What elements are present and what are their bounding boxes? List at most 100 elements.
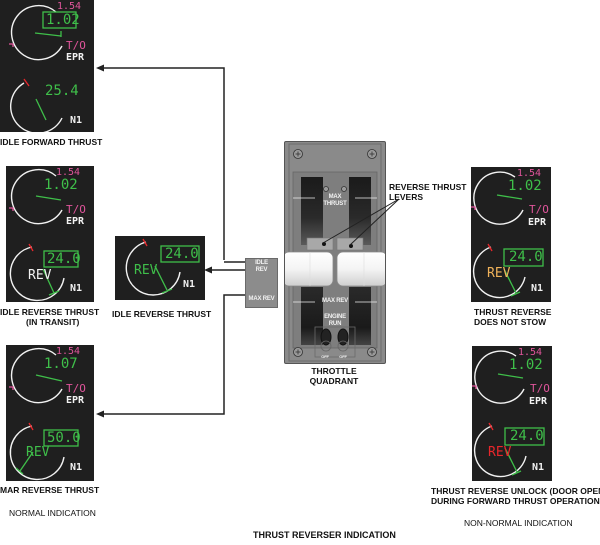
right-lever-slot-lower — [349, 287, 371, 345]
n1-redline — [23, 78, 30, 87]
n1-dial-arc — [473, 425, 527, 478]
rev-indication: REV — [487, 266, 511, 281]
rev-indication: REV — [28, 268, 52, 283]
connector-idle-forward — [100, 67, 225, 260]
display-idle-reverse-in-transit: 1.54 1.02 T/O EPR 24.0 REV N1 — [6, 166, 94, 302]
display-reverse-unlock-forward: 1.54 1.02 T/O EPR 24.0 REV N1 — [472, 346, 552, 481]
n1-pointer-tick — [161, 288, 173, 294]
label-off-left: OFF — [321, 354, 329, 359]
n1-value: 24.0 — [47, 251, 81, 267]
arrowhead-max-reverse — [96, 410, 104, 418]
label-max-thrust-line1: MAX — [328, 194, 342, 200]
epr-reference-bug — [471, 206, 476, 210]
epr-label: EPR — [529, 396, 548, 407]
n1-label: N1 — [532, 462, 545, 473]
epr-pointer — [496, 194, 523, 200]
caption-idle-reverse-in-transit-line1: IDLE REVERSE THRUST — [0, 307, 100, 317]
n1-value-box — [43, 429, 79, 447]
epr-value: 1.02 — [508, 178, 542, 194]
n1-pointer-tick — [510, 291, 521, 297]
n1-label: N1 — [70, 283, 83, 294]
rev-indication: REV — [488, 445, 512, 460]
label-max-rev: MAX REV — [322, 298, 348, 304]
epr-mode: T/O — [530, 382, 550, 395]
epr-value: 1.02 — [509, 357, 543, 373]
label-off-right: OFF — [339, 354, 347, 359]
epr-pointer — [497, 373, 524, 379]
section-non-normal-indication: NON-NORMAL INDICATION — [464, 518, 573, 528]
arrowhead-idle-reverse — [204, 266, 212, 274]
epr-label: EPR — [66, 395, 85, 406]
epr-target-value: 1.54 — [56, 167, 81, 178]
label-engine-run-line1: ENGINE — [324, 314, 346, 320]
n1-label: N1 — [183, 279, 196, 290]
n1-dial-arc — [10, 82, 63, 132]
epr-target-value: 1.54 — [57, 1, 82, 12]
n1-value: 24.0 — [509, 249, 543, 265]
n1-value: 24.0 — [165, 246, 199, 262]
left-thrust-lever-handle — [285, 251, 334, 287]
n1-label: N1 — [70, 462, 83, 473]
n1-label: N1 — [531, 283, 544, 294]
epr-value: 1.02 — [44, 177, 78, 193]
epr-label: EPR — [66, 52, 85, 63]
n1-value: 24.0 — [510, 428, 544, 444]
epr-value: 1.07 — [44, 356, 78, 372]
caption-idle-forward-thrust: IDLE FORWARD THRUST — [0, 137, 103, 147]
epr-reference-bug — [9, 386, 14, 390]
right-lever-slot-upper — [349, 177, 371, 245]
caption-throttle-quadrant-line2: QUADRANT — [309, 376, 359, 386]
epr-value-box — [42, 11, 77, 29]
epr-pointer — [35, 195, 62, 201]
n1-value: 25.4 — [45, 83, 79, 99]
caption-unlock-forward-line2: DURING FORWARD THRUST OPERATION — [431, 496, 600, 506]
epr-target-value: 1.54 — [56, 346, 81, 357]
display-reverse-does-not-stow: 1.54 1.02 T/O EPR 24.0 REV N1 — [471, 167, 551, 302]
n1-redline — [28, 422, 34, 431]
epr-dial-arc — [10, 4, 63, 61]
engine-gauges — [9, 347, 79, 481]
n1-redline — [488, 422, 494, 431]
caption-does-not-stow-line2: DOES NOT STOW — [474, 317, 547, 327]
scale-rev: REV — [255, 267, 268, 273]
diagram-title: THRUST REVERSER INDICATION — [253, 530, 396, 540]
caption-throttle-quadrant-line1: THROTTLE — [311, 366, 357, 376]
callout-reverse-thrust-levers-line2: LEVERS — [389, 192, 424, 202]
scale-idle: IDLE — [255, 260, 268, 266]
epr-target-value: 1.54 — [518, 347, 543, 358]
epr-reference-bug — [472, 385, 477, 389]
right-thrust-lever-handle — [336, 251, 385, 287]
n1-value-box — [503, 248, 544, 267]
reverse-lever-right-dot — [349, 244, 353, 248]
n1-pointer — [504, 447, 518, 473]
epr-pointer — [34, 32, 62, 37]
n1-value-box — [504, 427, 545, 446]
label-max-thrust-line2: THRUST — [323, 201, 347, 207]
rev-indication: REV — [134, 263, 158, 278]
engine-run-switch-right — [337, 328, 349, 346]
epr-dial-arc — [10, 347, 63, 404]
epr-mode: T/O — [66, 39, 86, 52]
n1-pointer-tick — [48, 290, 60, 296]
caption-idle-reverse-thrust: IDLE REVERSE THRUST — [112, 309, 212, 319]
n1-pointer — [19, 451, 34, 472]
caption-unlock-forward-line1: THRUST REVERSE UNLOCK (DOOR OPEN) — [431, 486, 600, 496]
n1-pointer — [154, 265, 168, 291]
epr-value: 1.02 — [46, 12, 80, 28]
engine-run-switch-left — [320, 328, 332, 346]
engine-gauges — [9, 4, 77, 132]
arrowhead-idle-forward — [96, 64, 104, 72]
epr-pointer — [35, 374, 63, 382]
display-idle-forward-thrust: 1.54 1.02 T/O EPR 25.4 N1 — [0, 0, 94, 132]
epr-mode: T/O — [66, 382, 86, 395]
caption-max-reverse-thrust: MAR REVERSE THRUST — [0, 485, 100, 495]
n1-dial-arc — [472, 246, 526, 299]
n1-pointer — [503, 268, 517, 294]
display-idle-reverse-thrust: 24.0 REV N1 — [115, 236, 205, 300]
left-lever-slot-lower — [301, 287, 323, 345]
display-max-reverse-thrust: 1.54 1.07 T/O EPR 50.0 REV N1 — [6, 345, 94, 481]
engine-gauges — [472, 350, 545, 478]
n1-redline — [28, 243, 34, 252]
epr-dial-arc — [474, 350, 525, 404]
reverse-lever-left-dot — [322, 242, 326, 246]
